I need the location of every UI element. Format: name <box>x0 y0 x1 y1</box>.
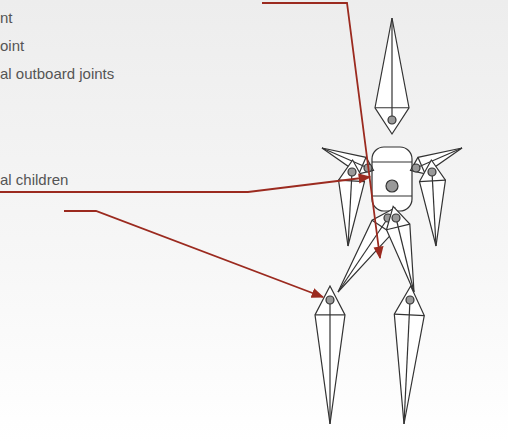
skeleton-figure <box>315 18 462 424</box>
leader-lines <box>0 3 380 297</box>
slide-text: nt <box>0 9 13 27</box>
bone-line <box>329 300 330 424</box>
bone-shape <box>387 206 415 292</box>
bone-shape <box>338 208 395 292</box>
bone-line <box>404 300 410 424</box>
joint-dot <box>326 296 334 304</box>
leader-line <box>64 211 323 297</box>
bone-shape <box>339 160 365 246</box>
joint-dot <box>348 168 356 176</box>
slide-text: oint <box>0 37 24 55</box>
slide-text: al children <box>0 171 68 189</box>
joint-dot <box>392 214 400 222</box>
bone-shape <box>315 286 345 424</box>
bone-line <box>348 172 352 246</box>
bone-shape <box>419 160 445 246</box>
joint-dot <box>412 164 420 172</box>
bone-line <box>416 148 462 168</box>
torso-line <box>372 195 412 196</box>
bone-line <box>391 18 392 120</box>
bone-line <box>322 148 368 168</box>
bone-shape <box>394 286 424 424</box>
bone-line <box>432 172 436 246</box>
slide-text: al outboard joints <box>0 65 114 83</box>
torso-line <box>372 161 412 162</box>
joint-dot <box>428 168 436 176</box>
joint-dot <box>388 116 396 124</box>
bone-shape <box>375 18 409 134</box>
root-joint <box>386 180 398 192</box>
bone-line <box>396 218 414 292</box>
torso-box <box>372 147 412 211</box>
joint-dot <box>406 296 414 304</box>
leader-line <box>262 3 380 258</box>
